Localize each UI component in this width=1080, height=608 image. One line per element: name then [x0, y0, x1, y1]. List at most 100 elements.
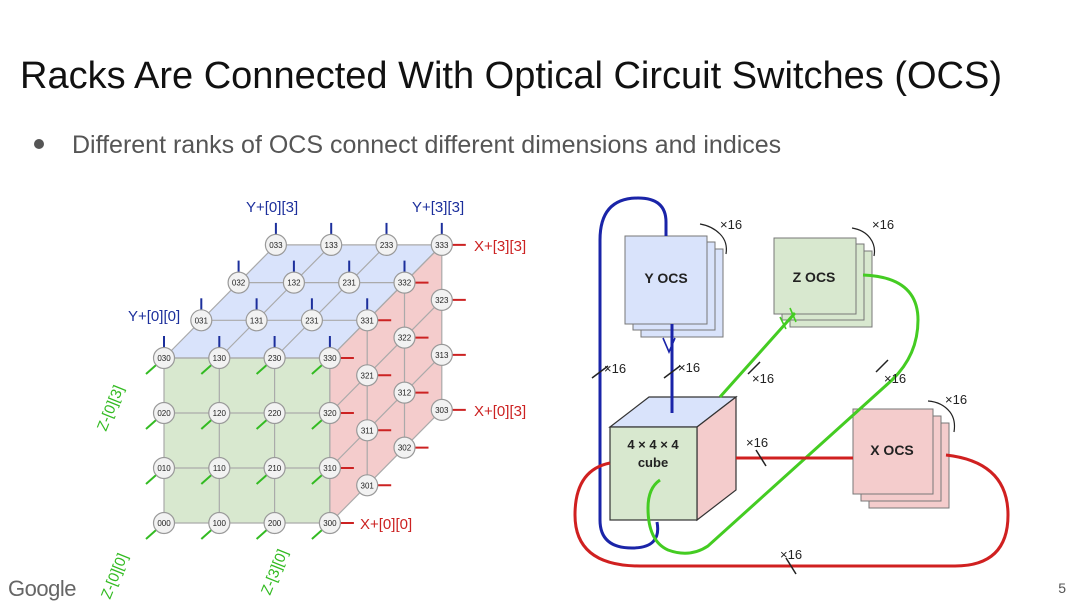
- cube-node: 000: [152, 511, 176, 535]
- svg-text:313: 313: [435, 351, 449, 360]
- google-logo: Google: [8, 576, 76, 601]
- cube-node: 333: [430, 233, 453, 256]
- cube-node: 311: [356, 419, 379, 442]
- svg-text:010: 010: [157, 464, 171, 473]
- mult-z-loop: ×16: [884, 371, 906, 386]
- svg-text:333: 333: [435, 241, 449, 250]
- mult-x-loop: ×16: [780, 547, 802, 562]
- svg-text:130: 130: [213, 354, 227, 363]
- svg-text:200: 200: [268, 519, 282, 528]
- cube-node: 220: [263, 401, 286, 425]
- svg-text:231: 231: [305, 316, 319, 325]
- mult-y-loop: ×16: [604, 361, 626, 376]
- multiplier-labels: ×16 ×16 ×16 ×16 ×16 ×16: [604, 360, 906, 562]
- cube-right-face: [330, 245, 442, 523]
- y-ocs-stack: Y OCS ×16: [624, 217, 742, 338]
- cube-node: 300: [318, 511, 341, 535]
- bullet-dot-icon: [34, 139, 44, 149]
- bullet-text: Different ranks of OCS connect different…: [72, 131, 782, 159]
- cube-nodes: 000 100 200 300 010 110 210 310 020 120 220 320 030 1…: [152, 233, 453, 535]
- cube-node: 230: [263, 346, 286, 370]
- cube-node: 031: [190, 309, 213, 332]
- cube-node: 110: [208, 456, 231, 480]
- x-ocs-multiplier: ×16: [945, 392, 967, 407]
- y-links: [598, 196, 676, 550]
- cube-node: 322: [393, 326, 416, 349]
- z-links: [646, 273, 920, 555]
- cube-node: 231: [338, 271, 361, 294]
- cube-node: 100: [208, 511, 231, 535]
- svg-text:301: 301: [361, 481, 375, 490]
- svg-text:320: 320: [323, 409, 337, 418]
- cube-node: 033: [264, 233, 287, 256]
- cube-node: 302: [393, 436, 416, 459]
- z-ocs-stack: Z OCS ×16: [773, 217, 894, 328]
- cube-node: 132: [282, 271, 305, 294]
- svg-text:231: 231: [343, 279, 357, 288]
- label-x-bottom: X+[0][0]: [360, 516, 412, 533]
- mult-x-direct: ×16: [746, 435, 768, 450]
- svg-text:331: 331: [361, 316, 375, 325]
- cube-node: 133: [320, 233, 343, 256]
- label-z-upper: Z-[0][3]: [94, 383, 128, 433]
- y-ocs-multiplier: ×16: [720, 217, 742, 232]
- svg-text:131: 131: [250, 316, 264, 325]
- cube-node: 130: [208, 346, 231, 370]
- cube-label-line1: 4 × 4 × 4: [627, 437, 679, 452]
- label-y-back: Y+[3][3]: [412, 199, 464, 216]
- svg-text:321: 321: [361, 371, 375, 380]
- label-x-mid: X+[0][3]: [474, 403, 526, 420]
- cube-node: 320: [318, 401, 341, 425]
- mult-z-up: ×16: [752, 371, 774, 386]
- cube-front-face: [164, 358, 330, 523]
- y-ocs-label: Y OCS: [644, 270, 687, 286]
- svg-text:230: 230: [268, 354, 282, 363]
- cube-node: 321: [356, 364, 379, 387]
- compute-cube: 4 × 4 × 4 cube: [608, 395, 738, 522]
- cube-node: 301: [356, 474, 379, 497]
- cube-node: 200: [263, 511, 286, 535]
- cube-node: 020: [152, 401, 176, 425]
- label-z-lower-right: Z-[3][0]: [258, 547, 292, 597]
- svg-text:310: 310: [323, 464, 337, 473]
- svg-text:303: 303: [435, 406, 449, 415]
- svg-text:330: 330: [323, 354, 337, 363]
- cube-node: 210: [263, 456, 286, 480]
- cube-node: 010: [152, 456, 176, 480]
- svg-text:100: 100: [213, 519, 227, 528]
- cube-node: 303: [430, 398, 453, 421]
- svg-text:233: 233: [380, 241, 394, 250]
- cube-node: 030: [152, 346, 176, 370]
- label-z-lower-left: Z-[0][0]: [98, 551, 132, 601]
- svg-text:120: 120: [213, 409, 227, 418]
- torus-cube-diagram: 000 100 200 300 010 110 210 310 020 120 220 320 030 1…: [94, 199, 526, 601]
- svg-text:031: 031: [195, 316, 209, 325]
- svg-text:000: 000: [157, 519, 171, 528]
- cube-node: 312: [393, 381, 416, 404]
- x-ocs-stack: X OCS ×16: [852, 392, 967, 509]
- svg-text:020: 020: [157, 409, 171, 418]
- svg-text:110: 110: [213, 464, 226, 473]
- x-ocs-label: X OCS: [870, 442, 914, 458]
- svg-text:210: 210: [268, 464, 282, 473]
- svg-text:030: 030: [157, 354, 171, 363]
- svg-text:300: 300: [323, 519, 337, 528]
- cube-node: 231: [300, 309, 323, 332]
- cube-node: 313: [430, 343, 453, 366]
- svg-text:032: 032: [232, 279, 246, 288]
- svg-text:132: 132: [287, 279, 301, 288]
- cable-tick-marks: [591, 359, 889, 575]
- cube-node: 323: [430, 288, 453, 311]
- slide-title: Racks Are Connected With Optical Circuit…: [20, 55, 1002, 97]
- svg-text:133: 133: [325, 241, 339, 250]
- cube-top-face: [164, 245, 442, 358]
- label-x-top: X+[3][3]: [474, 238, 526, 255]
- z-ocs-multiplier: ×16: [872, 217, 894, 232]
- svg-text:302: 302: [398, 444, 412, 453]
- z-ocs-label: Z OCS: [793, 269, 836, 285]
- cube-node: 332: [393, 271, 416, 294]
- cube-grid-lines: [163, 244, 443, 524]
- cube-node: 120: [208, 401, 231, 425]
- bullet-item: Different ranks of OCS connect different…: [34, 131, 781, 160]
- svg-text:312: 312: [398, 389, 412, 398]
